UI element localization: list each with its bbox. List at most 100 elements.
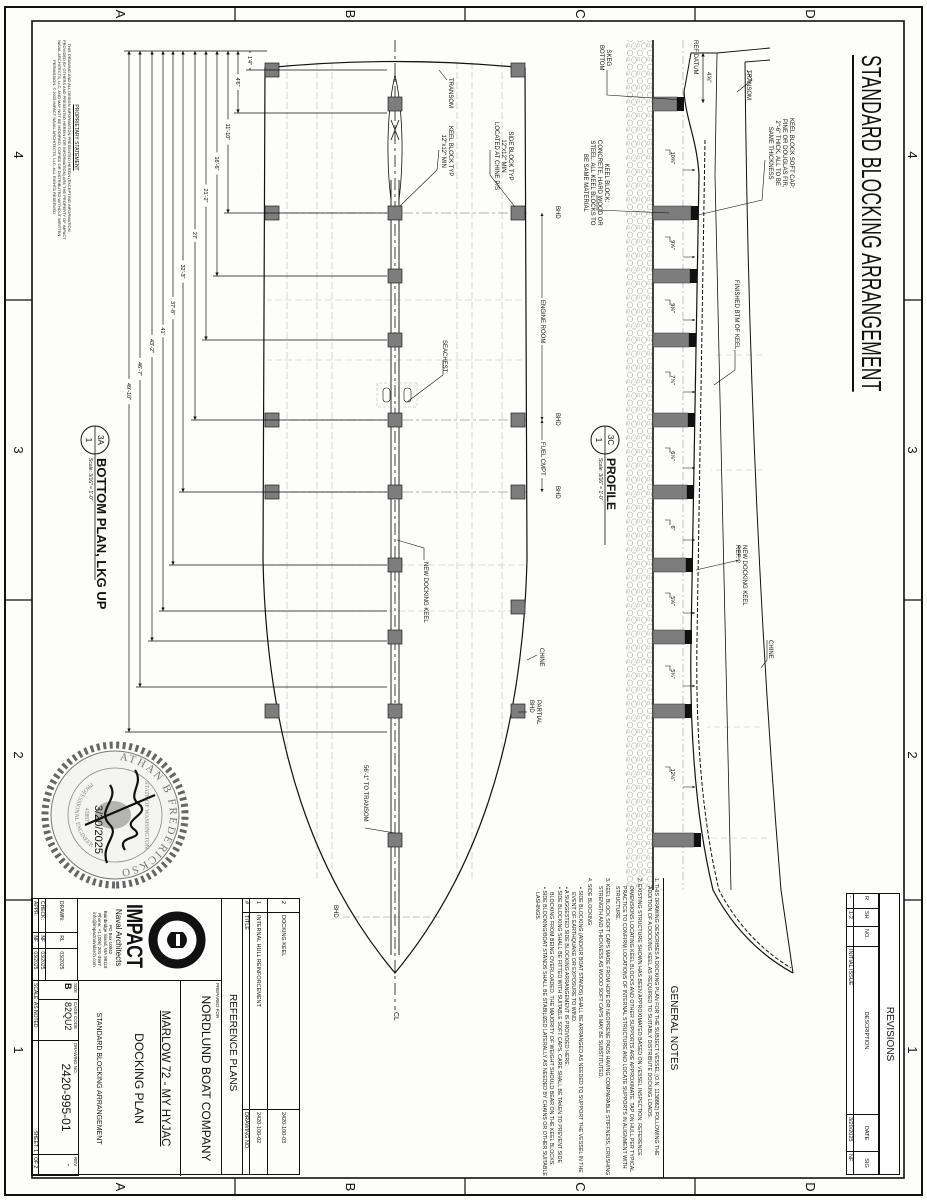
keel-bottom-line xyxy=(683,91,794,974)
note-bullet: • A SUGGESTED SIDE BLOCKING ARRANGEMENT … xyxy=(562,887,569,1067)
block-height-label: 9⅛" xyxy=(669,303,675,313)
ref-num: 2 xyxy=(267,898,300,913)
revisions-title: REVISIONS xyxy=(878,894,899,1174)
datum-dimension-label: 4⅝" xyxy=(704,72,711,83)
approval-date: 03/2025 xyxy=(38,948,46,981)
keel-block-soft-cap xyxy=(688,413,695,427)
reference-plan-row: 2 DOCKING KEEL 2420-100-03 xyxy=(267,898,300,1175)
profile-leaders xyxy=(596,69,768,669)
approval-date: 03/2025 xyxy=(45,948,78,981)
keel-block xyxy=(652,832,695,848)
dimension-label-bg xyxy=(148,334,156,358)
firm-address: PO Box 10042 Bainbridge Island, WA 98110… xyxy=(92,899,113,980)
plan-keel-block xyxy=(387,557,403,573)
proprietary-line: PERMISSION. © 2025 IMPACT NAVAL ARCHITEC… xyxy=(52,60,57,215)
skeg-outline xyxy=(387,74,403,201)
plan-keel-block xyxy=(387,332,403,348)
plan-detail-id: 3A xyxy=(96,435,105,445)
keel-block xyxy=(652,703,686,719)
note-line: CONCRETE, HARD WOOD OR xyxy=(596,140,603,226)
skeg xyxy=(683,52,717,93)
zone-letter: B xyxy=(343,1182,358,1192)
vessel-name: MARLOW 72 - MY HYJAC xyxy=(159,981,171,1176)
general-notes: GENERAL NOTES 1. THIS DRAWING DESCRIBES … xyxy=(533,878,679,1178)
dimension-label: 41' xyxy=(159,327,165,334)
size-label: SIZE xyxy=(73,983,78,994)
proprietary-line: THIS DRAWING AND ALL DESIGN INFORMATION … xyxy=(67,43,72,232)
keel-block-soft-cap xyxy=(677,97,684,111)
plan-leaders xyxy=(364,69,538,834)
dimension-label-bg xyxy=(179,260,187,283)
height-dimension-mark xyxy=(665,592,671,598)
chine-label: CHINE xyxy=(767,640,773,659)
height-dimension-mark xyxy=(665,447,671,453)
dimension-label-bg xyxy=(159,324,167,338)
soft-cap-note: KEEL BLOCK SOFT CAP:PINE OR DOUGLAS FIR,… xyxy=(766,118,794,188)
approval-initials: NF xyxy=(31,932,39,949)
zone-letter: A xyxy=(113,1182,128,1192)
rev-date: 3/20/2025 xyxy=(846,1114,854,1152)
outer-border xyxy=(4,6,923,1196)
rev-col-header: R xyxy=(853,893,880,909)
scale-value: SCALE: AS NOTED xyxy=(31,980,39,1041)
zone-letter: C xyxy=(573,9,588,19)
keel-block-soft-cap xyxy=(690,269,697,283)
dimension-label: 4'6" xyxy=(234,77,240,86)
rev-col-header: DATE xyxy=(853,1114,880,1152)
ref-datum-label: REF DATUM xyxy=(692,40,698,75)
keel-block xyxy=(652,205,692,221)
reference-plans-table: 2 DOCKING KEEL 2420-100-03 1 INTERNAL HU… xyxy=(242,898,300,1175)
dimension-label-bg xyxy=(169,296,177,320)
note-line: 12"x12" MIN xyxy=(440,134,447,168)
dimension-label-bg xyxy=(125,378,133,405)
client-name: NORDLUND BOAT COMPANY xyxy=(199,995,213,1162)
keel-block-soft-cap xyxy=(686,558,693,572)
zone-ticks xyxy=(5,7,922,1195)
ground-gravel-hatch xyxy=(626,40,652,890)
plan-scale: Scale: 3/16" = 1'-0" xyxy=(87,458,93,501)
rev-r: - xyxy=(846,893,854,909)
keel-block-soft-cap xyxy=(685,704,692,718)
chine-line xyxy=(744,61,794,974)
block-height-label: 6" xyxy=(669,525,675,530)
bow-bhd-label: BHD xyxy=(332,905,338,918)
note-line: SAME THICKNESS xyxy=(767,126,774,180)
dimension-label-bg xyxy=(246,52,254,69)
height-dimension-mark xyxy=(665,665,671,671)
note-bullet: • SIDE BLOCKING/BOAT STANDS SHALL BE STA… xyxy=(533,887,548,1176)
dimension-label-bg xyxy=(202,184,210,207)
zone-number: 4 xyxy=(905,151,920,159)
approval-role: DRAWN: xyxy=(45,898,78,933)
general-notes-title: GENERAL NOTES xyxy=(663,878,679,1178)
plan-keel-block xyxy=(387,96,403,112)
centerline-label: CL xyxy=(392,1012,399,1021)
size-value: B xyxy=(63,983,73,990)
seachest-opening xyxy=(403,387,412,403)
keel-block-soft-cap xyxy=(685,630,692,644)
reference-plans-caption: REFERENCE PLANS xyxy=(227,994,238,1092)
note-line: KEEL BLOCK SOFT CAP: xyxy=(788,118,794,189)
proprietary-heading: PROPRIETARY STATEMENT xyxy=(73,104,79,171)
approval-date: 03/2025 xyxy=(31,948,39,981)
note-line: BE SAME MATERIAL xyxy=(582,153,589,212)
note-item: 2. EXISTING STRUCTURE SHOWN HAS BEEN APP… xyxy=(613,878,642,1173)
bhd-label: BHD xyxy=(554,486,560,499)
engineer-seal: NATHAN B FREDERICKSON PROFESSIONAL ENGIN… xyxy=(41,741,189,889)
bhd-label: BHD xyxy=(554,413,560,426)
plan-dimensions: 1'4"4'6"11'-10"16'-6"21'-2"27'32'-3"37'-… xyxy=(124,50,387,733)
reference-plans-header: # TITLE DRAWING NO. xyxy=(242,898,250,1175)
zone-letter: B xyxy=(343,9,358,19)
height-dimension-mark xyxy=(665,149,671,155)
note-line: SIDE BLOCK TYP xyxy=(507,131,513,181)
block-height-label: 5⅝" xyxy=(669,596,675,606)
keel-block-soft-cap xyxy=(694,833,701,847)
drawing-no-label: DRAWING NO. xyxy=(73,1043,78,1074)
transom-label: TRANSOM xyxy=(745,70,751,100)
side-block xyxy=(510,205,526,221)
proprietary-line: NAVAL ARCHITECTS, LLC, AND MAY NOT BE MO… xyxy=(57,40,62,237)
plan-keel-block xyxy=(387,412,403,428)
profile-sheet-id: 1 xyxy=(594,437,603,443)
reference-plan-row: 1 INTERNAL HULL REINFORCEMENT 2420-100-0… xyxy=(249,898,268,1175)
